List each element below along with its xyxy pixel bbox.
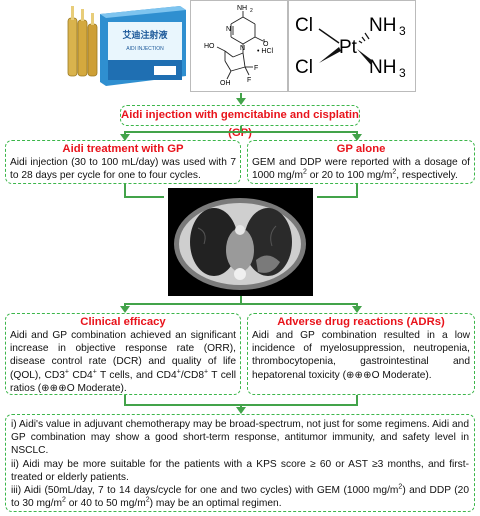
nh3-2-sub: 3: [399, 66, 406, 80]
aidi-gp-text: Aidi injection (30 to 100 mL/day) was us…: [10, 157, 236, 182]
adr-box: Adverse drug reactions (ADRs) Aidi and G…: [247, 313, 475, 395]
conclusion-point-3: iii) Aidi (50mL/day, 7 to 14 days/cycle …: [11, 483, 470, 510]
ampoule-icon: [67, 6, 98, 77]
pt-label: Pt: [339, 37, 358, 58]
gp-alone-box: GP alone GEM and DDP were reported with …: [247, 140, 475, 184]
gemcitabine-structure: NH 2 N N O HO OH F F • HCl: [190, 0, 288, 92]
aidi-gp-box: Aidi treatment with GP Aidi injection (3…: [5, 140, 241, 184]
main-title: Aidi injection with gemcitabine and cisp…: [121, 109, 359, 139]
gem-ho-label: HO: [204, 43, 215, 50]
gp-alone-text: GEM and DDP were reported with a dosage …: [252, 157, 470, 182]
conclusion-point-1: i) Aidi's value in adjuvant chemotherapy…: [11, 419, 469, 457]
cl-2-label: Cl: [295, 57, 313, 78]
nh3-1-label: NH: [369, 15, 396, 36]
nh3-1-sub: 3: [399, 24, 406, 38]
gem-f1-label: F: [247, 77, 251, 84]
ct-scan-image: [168, 188, 313, 296]
adr-title: Adverse drug reactions (ADRs): [277, 316, 445, 328]
aidi-gp-title: Aidi treatment with GP: [62, 143, 184, 155]
cisplatin-structure: Cl Cl Pt NH 3 NH 3: [288, 0, 416, 92]
conclusion-point-2: ii) Aidi may be more suitable for the pa…: [11, 458, 469, 483]
gem-o-label: O: [263, 41, 269, 48]
aidi-product-image: 艾迪注射液 AIDI INJECTION: [66, 0, 188, 92]
gp-alone-title: GP alone: [336, 143, 386, 155]
medicine-box-icon: [100, 6, 186, 86]
gem-hcl-label: • HCl: [257, 48, 274, 55]
cl-1-label: Cl: [295, 15, 313, 36]
adr-text: Aidi and GP combination resulted in a lo…: [252, 330, 470, 381]
package-sub-label: AIDI INJECTION: [126, 46, 164, 52]
gem-n1-label: N: [226, 26, 231, 33]
gem-n2-label: N: [240, 45, 245, 52]
clinical-efficacy-title: Clinical efficacy: [80, 316, 166, 328]
gem-nh2-sub: 2: [250, 8, 253, 14]
main-title-box: Aidi injection with gemcitabine and cisp…: [120, 105, 360, 139]
nh3-2-label: NH: [369, 57, 396, 78]
gem-f2-label: F: [254, 65, 258, 72]
conclusion-box: i) Aidi's value in adjuvant chemotherapy…: [5, 414, 475, 512]
clinical-efficacy-text: Aidi and GP combination achieved an sign…: [10, 330, 236, 394]
clinical-efficacy-box: Clinical efficacy Aidi and GP combinatio…: [5, 313, 241, 395]
gem-nh2-label: NH: [237, 5, 247, 12]
package-label: 艾迪注射液: [122, 29, 168, 41]
gem-oh-label: OH: [220, 80, 231, 87]
